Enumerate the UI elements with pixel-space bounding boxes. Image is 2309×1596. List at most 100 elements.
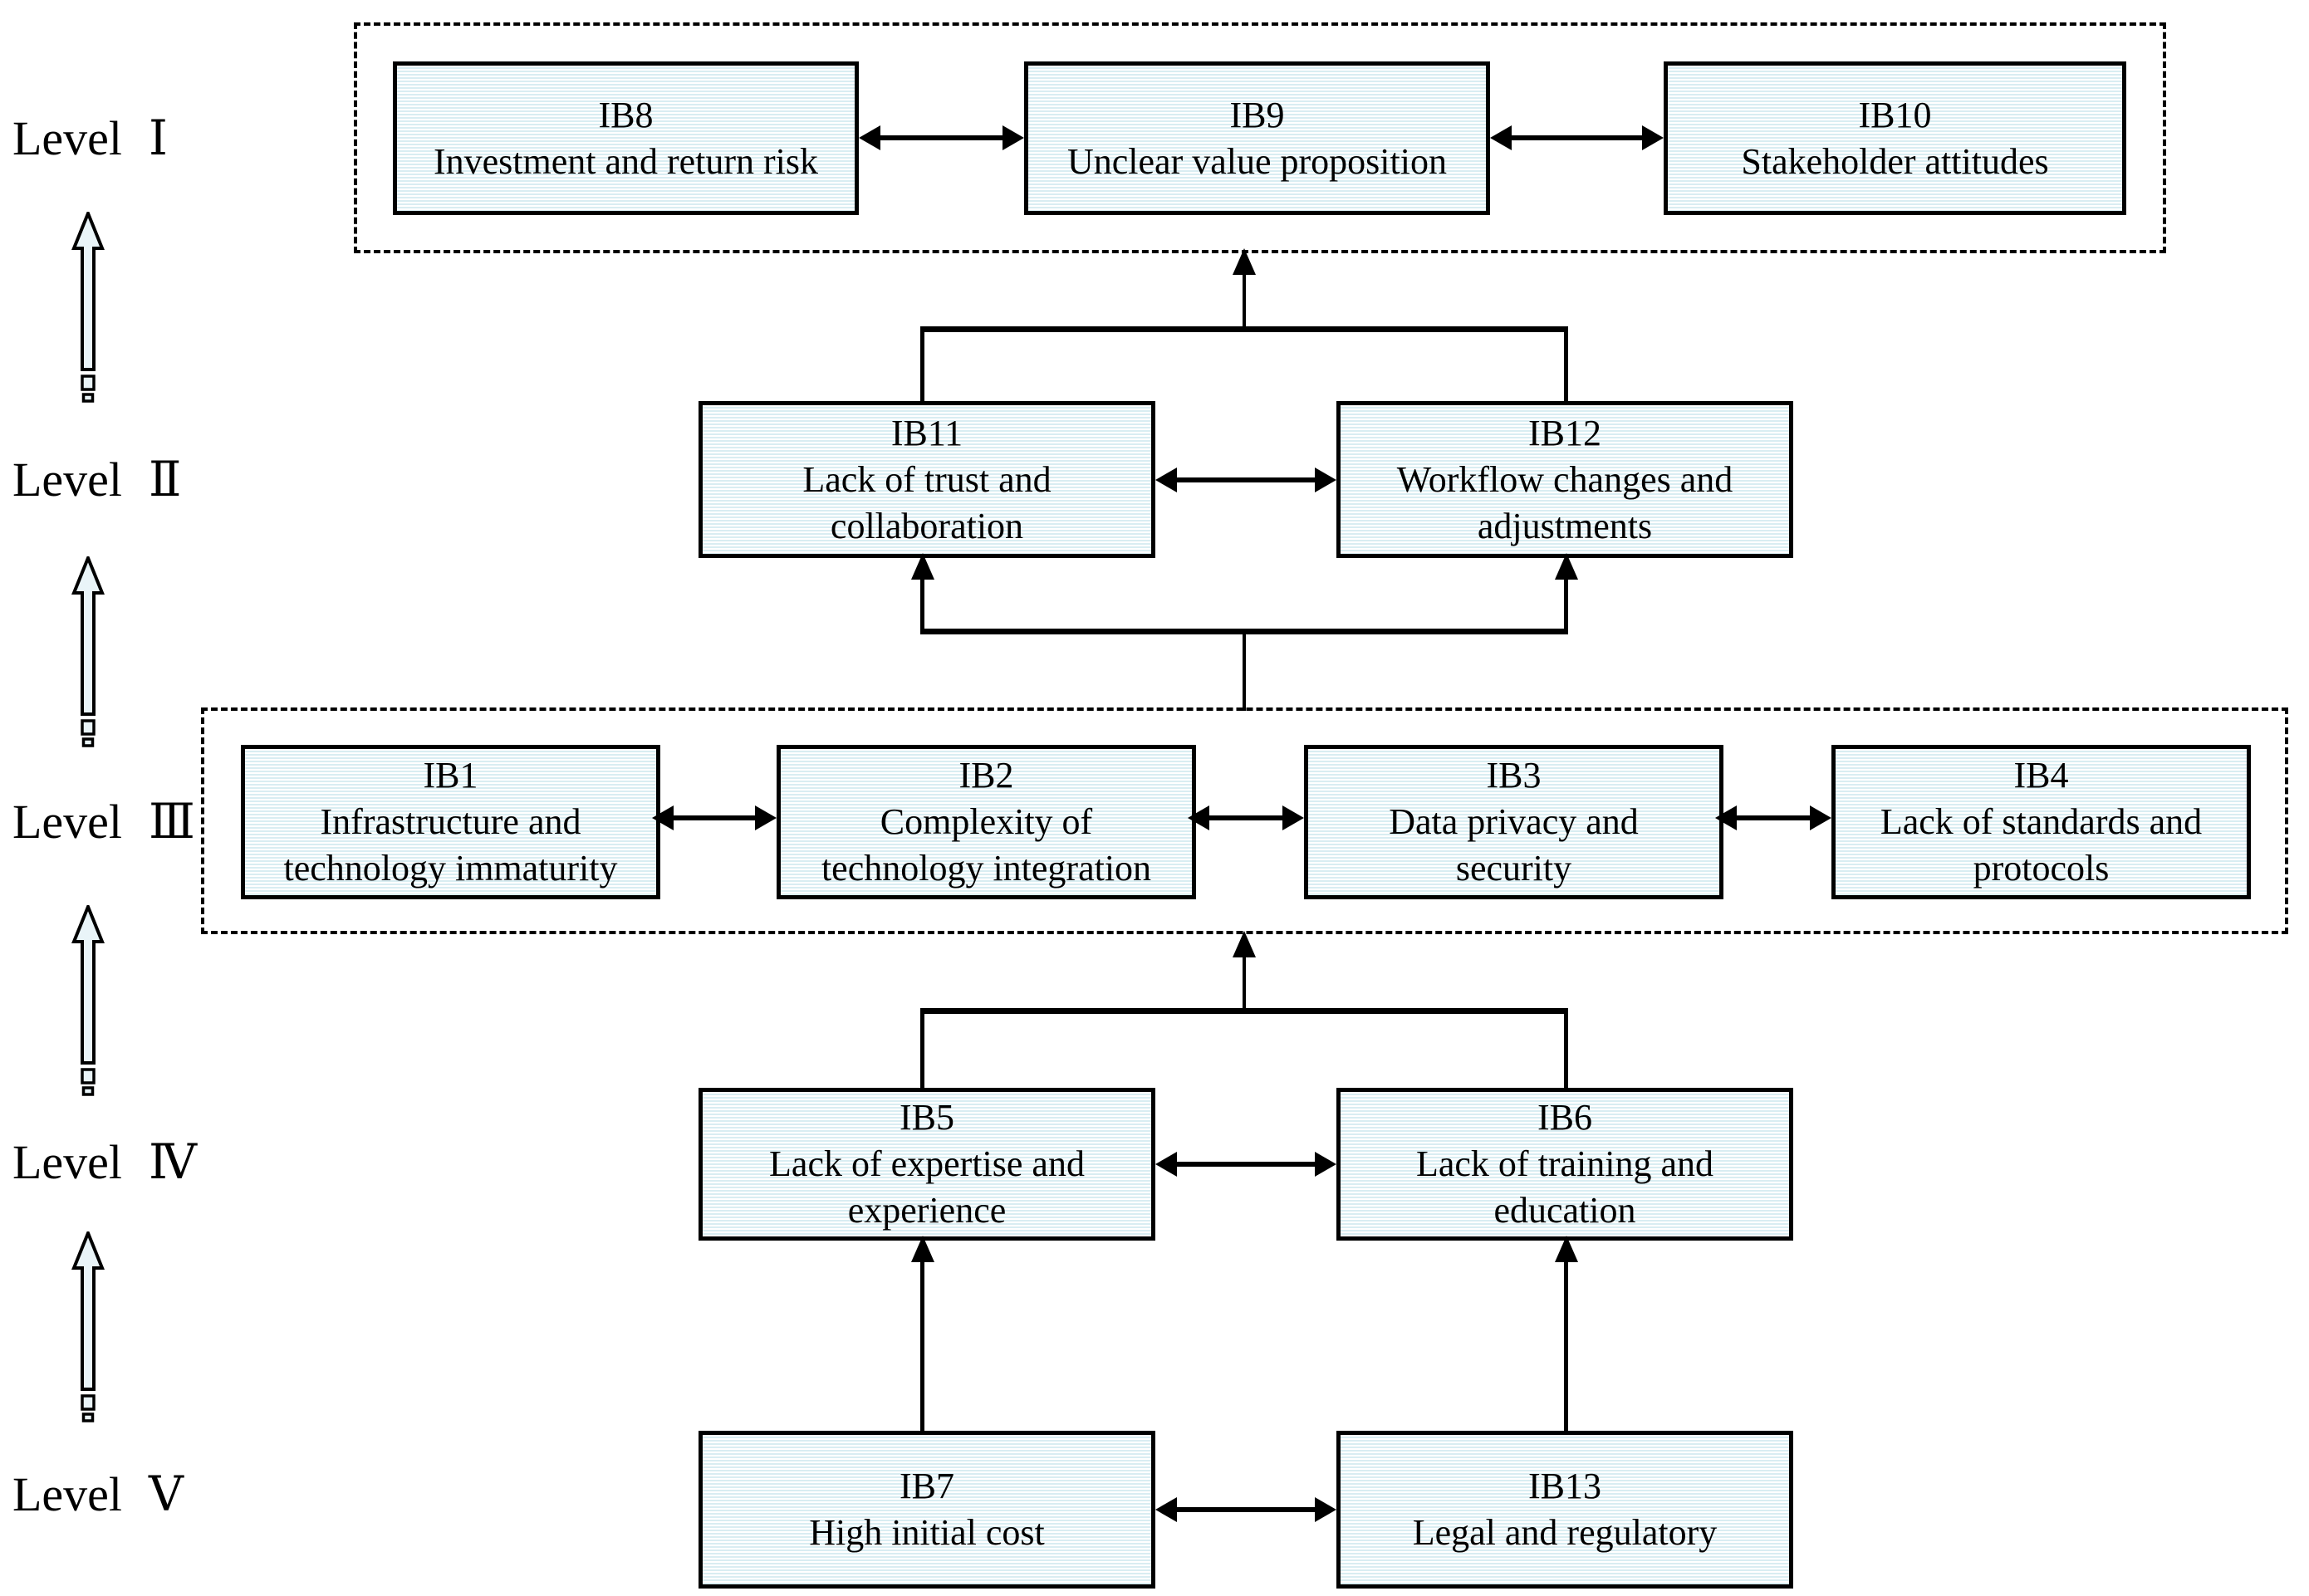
level-word: Level	[12, 453, 123, 507]
bracket-level2-top	[920, 326, 1568, 332]
connector-line	[1243, 634, 1246, 711]
node-desc: Lack of training and education	[1416, 1143, 1713, 1231]
node-ib9: IB9 Unclear value proposition	[1024, 61, 1490, 215]
arrowhead-up-icon	[1233, 931, 1256, 957]
level-numeral: Ⅳ	[149, 1135, 197, 1189]
level-up-arrow-icon	[71, 905, 105, 1096]
arrowhead-right-icon	[1003, 125, 1024, 150]
arrow-ib9-ib10	[1490, 125, 1664, 150]
level-1-label: Level Ⅰ	[12, 109, 168, 169]
node-id: IB5	[900, 1097, 954, 1138]
level-numeral: Ⅴ	[149, 1467, 184, 1521]
arrowhead-left-icon	[652, 805, 674, 830]
level-word: Level	[12, 1135, 123, 1189]
arrowhead-right-icon	[1642, 125, 1664, 150]
arrowhead-left-icon	[859, 125, 880, 150]
arrowhead-up-icon	[1233, 248, 1256, 275]
node-desc: Workflow changes and adjustments	[1396, 458, 1733, 546]
node-desc: Legal and regulatory	[1412, 1512, 1718, 1553]
arrowhead-left-icon	[1155, 468, 1177, 492]
node-id: IB6	[1537, 1097, 1592, 1138]
level-word: Level	[12, 111, 123, 165]
node-ib7: IB7 High initial cost	[699, 1431, 1155, 1589]
arrowhead-right-icon	[1315, 1497, 1336, 1522]
node-id: IB11	[890, 412, 963, 453]
arrowhead-left-icon	[1155, 1152, 1177, 1177]
arrow-ib5-ib6	[1155, 1152, 1336, 1177]
arrow-shaft	[670, 815, 758, 820]
node-ib12: IB12 Workflow changes and adjustments	[1336, 401, 1793, 558]
node-desc: Data privacy and security	[1389, 801, 1639, 889]
level-numeral: Ⅰ	[149, 111, 168, 165]
arrow-ib1-ib2	[652, 805, 777, 830]
node-desc: Unclear value proposition	[1067, 140, 1447, 182]
arrowhead-right-icon	[1315, 1152, 1336, 1177]
bracket-level2-bottom	[920, 629, 1568, 634]
level-numeral: Ⅲ	[149, 795, 195, 849]
node-ib2: IB2 Complexity of technology integration	[777, 745, 1196, 899]
arrow-shaft	[1508, 135, 1645, 140]
node-ib4: IB4 Lack of standards and protocols	[1831, 745, 2251, 899]
node-desc: Investment and return risk	[433, 140, 819, 182]
arrowhead-up-icon	[911, 553, 934, 580]
connector-line	[920, 576, 924, 629]
node-desc: Infrastructure and technology immaturity	[283, 801, 618, 889]
arrow-shaft	[1174, 1162, 1318, 1167]
arrowhead-left-icon	[1715, 805, 1737, 830]
node-ib10: IB10 Stakeholder attitudes	[1664, 61, 2126, 215]
node-desc: Stakeholder attitudes	[1741, 140, 2049, 182]
arrow-shaft	[1206, 815, 1286, 820]
level-up-arrow-icon	[71, 212, 105, 403]
node-ib6: IB6 Lack of training and education	[1336, 1088, 1793, 1241]
connector-line	[920, 1014, 924, 1088]
connector-line	[1564, 1259, 1568, 1431]
node-ib5: IB5 Lack of expertise and experience	[699, 1088, 1155, 1241]
connector-line	[920, 1259, 924, 1431]
arrow-ib3-ib4	[1715, 805, 1831, 830]
bracket-level4-top	[920, 1008, 1568, 1014]
arrowhead-left-icon	[1188, 805, 1209, 830]
node-id: IB10	[1858, 94, 1932, 135]
arrow-ib2-ib3	[1188, 805, 1304, 830]
arrow-ib7-ib13	[1155, 1497, 1336, 1522]
arrowhead-left-icon	[1155, 1497, 1177, 1522]
node-id: IB13	[1528, 1466, 1601, 1506]
node-desc: Lack of trust and collaboration	[802, 458, 1052, 546]
node-id: IB4	[2013, 755, 2069, 796]
node-id: IB8	[598, 94, 654, 135]
arrow-shaft	[1733, 815, 1813, 820]
level-numeral: Ⅱ	[149, 453, 182, 507]
node-id: IB1	[423, 755, 478, 796]
node-ib13: IB13 Legal and regulatory	[1336, 1431, 1793, 1589]
level-4-label: Level Ⅳ	[12, 1133, 197, 1192]
arrow-ib11-ib12	[1155, 468, 1336, 492]
node-desc: Lack of expertise and experience	[769, 1143, 1085, 1231]
node-ib1: IB1 Infrastructure and technology immatu…	[241, 745, 660, 899]
connector-line	[1564, 1014, 1568, 1088]
connector-line	[1564, 576, 1568, 629]
arrowhead-up-icon	[1555, 553, 1578, 580]
arrow-shaft	[877, 135, 1006, 140]
level-5-label: Level Ⅴ	[12, 1465, 184, 1525]
node-ib11: IB11 Lack of trust and collaboration	[699, 401, 1155, 558]
arrowhead-up-icon	[911, 1236, 934, 1262]
node-desc: High initial cost	[809, 1512, 1045, 1553]
arrow-shaft	[1174, 1507, 1318, 1512]
arrowhead-left-icon	[1490, 125, 1512, 150]
connector-line	[1243, 954, 1246, 1008]
arrowhead-right-icon	[1282, 805, 1304, 830]
node-id: IB7	[900, 1466, 954, 1506]
level-word: Level	[12, 1467, 123, 1521]
arrowhead-right-icon	[755, 805, 777, 830]
node-desc: Complexity of technology integration	[821, 801, 1152, 889]
level-up-arrow-icon	[71, 556, 105, 747]
connector-line	[1564, 332, 1568, 401]
level-1-boundary	[354, 22, 2166, 253]
node-desc: Lack of standards and protocols	[1880, 801, 2203, 889]
node-id: IB12	[1528, 412, 1601, 453]
arrow-shaft	[1174, 477, 1318, 482]
arrow-ib8-ib9	[859, 125, 1024, 150]
connector-line	[920, 332, 924, 401]
